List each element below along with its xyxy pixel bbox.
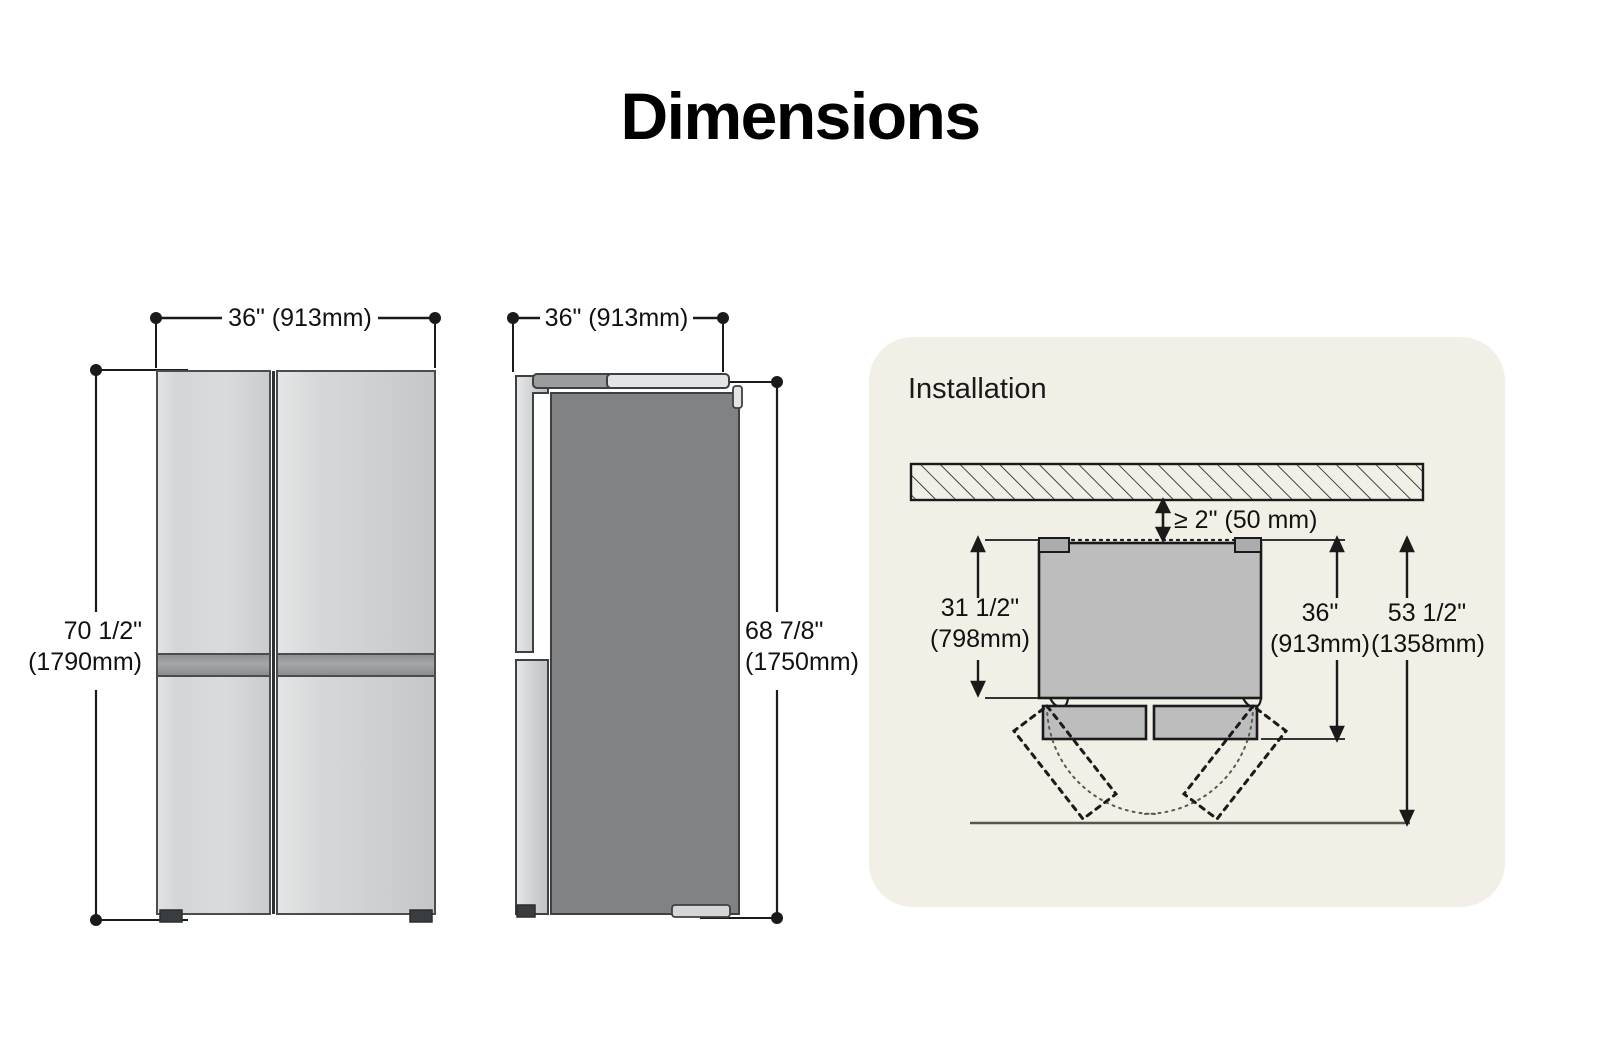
door-depth-label-line1: 36"	[1301, 599, 1339, 627]
body-depth-label-line1: 31 1/2"	[940, 594, 1020, 622]
side-depth-label: 36" (913mm)	[544, 304, 689, 332]
installation-heading: Installation	[908, 373, 1047, 405]
front-height-label-line1: 70 1/2"	[63, 617, 142, 645]
front-height-label-line2: (1790mm)	[28, 648, 142, 676]
front-view-width-dimension	[150, 312, 441, 368]
body-depth-label-line2: (798mm)	[929, 625, 1030, 653]
side-view-depth-dimension	[507, 312, 729, 372]
body-depth-dimension	[970, 535, 1039, 699]
refrigerator-front-view	[156, 370, 436, 923]
refrigerator-side-view	[515, 373, 743, 918]
door-depth-dimension	[1261, 535, 1345, 743]
total-depth-label-line1: 53 1/2"	[1387, 599, 1467, 627]
clearance-label: ≥ 2" (50 mm)	[1174, 506, 1318, 534]
side-view-height-dimension	[700, 376, 783, 924]
side-height-label-line1: 68 7/8"	[745, 617, 824, 645]
installation-top-view	[909, 462, 1425, 827]
total-depth-dimension	[1399, 535, 1415, 827]
total-depth-label-line2: (1358mm)	[1371, 630, 1485, 658]
door-depth-label-line2: (913mm)	[1270, 630, 1371, 658]
clearance-arrow	[1154, 497, 1172, 543]
front-width-label: 36" (913mm)	[228, 304, 372, 332]
page-title: Dimensions	[620, 79, 981, 153]
side-height-label-line2: (1750mm)	[745, 648, 859, 676]
